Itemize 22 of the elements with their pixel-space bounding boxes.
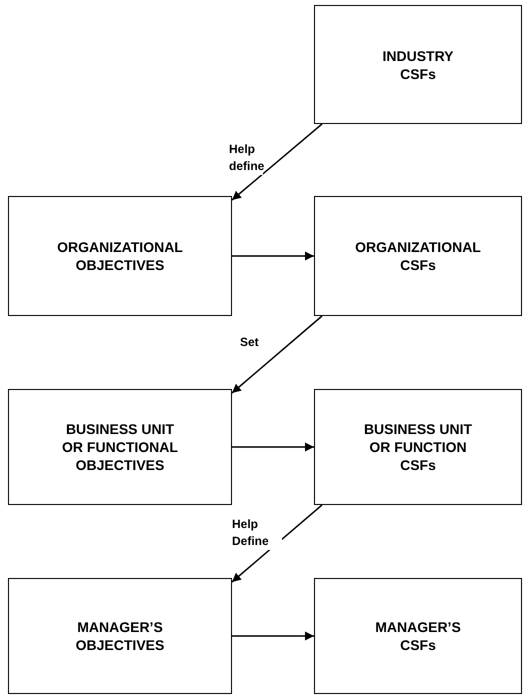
process-box xyxy=(314,389,522,505)
box-label: MANAGER’S OBJECTIVES xyxy=(74,618,166,654)
box-label: INDUSTRY CSFs xyxy=(381,46,455,82)
arrow xyxy=(232,504,322,583)
box-label: BUSINESS UNIT OR FUNCTIONAL OBJECTIVES xyxy=(61,420,179,474)
box-label: ORGANIZATIONAL CSFs xyxy=(354,238,482,274)
process-box xyxy=(314,578,522,694)
process-box xyxy=(8,196,232,316)
arrow xyxy=(232,315,322,394)
edge-label: Help Define xyxy=(232,516,282,550)
arrow xyxy=(232,442,314,452)
process-box xyxy=(8,389,232,505)
process-box xyxy=(314,196,522,316)
arrow xyxy=(232,632,314,640)
arrow xyxy=(232,252,314,260)
box-label: MANAGER’S CSFs xyxy=(374,618,462,654)
process-box xyxy=(8,578,232,694)
edge-label: Help define xyxy=(229,141,263,175)
arrow xyxy=(232,123,322,201)
process-box xyxy=(314,5,522,124)
box-label: ORGANIZATIONAL OBJECTIVES xyxy=(56,238,184,274)
box-label: BUSINESS UNIT OR FUNCTION CSFs xyxy=(362,420,474,474)
